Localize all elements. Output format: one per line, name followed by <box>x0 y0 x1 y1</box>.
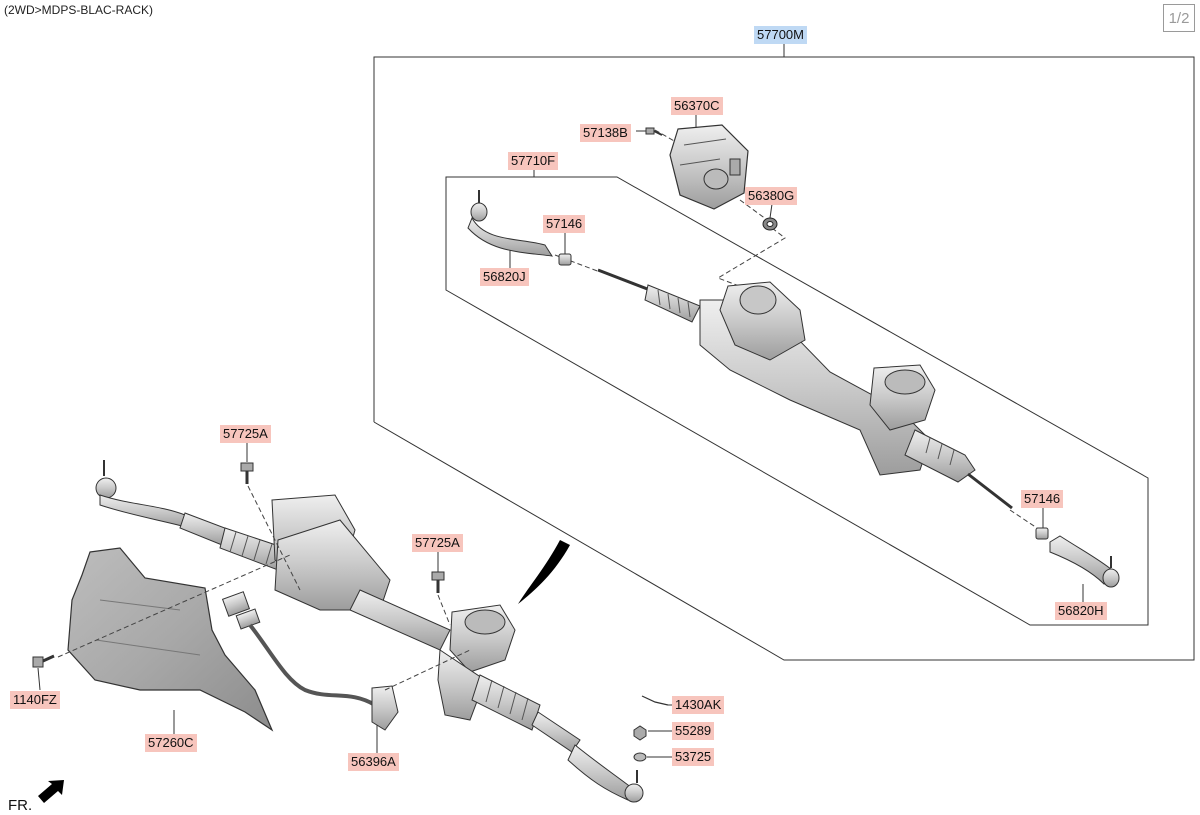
bolt-57138b <box>645 127 663 136</box>
page-indicator[interactable]: 1/2 <box>1163 4 1195 32</box>
assembly-arrow <box>518 540 570 604</box>
callout-57146-right[interactable]: 57146 <box>1021 490 1064 508</box>
bolt-57725a-lower <box>431 571 445 593</box>
callout-57725a-upper[interactable]: 57725A <box>220 425 271 443</box>
steering-gear-upper <box>467 124 1120 588</box>
callout-57700m[interactable]: 57700M <box>754 26 807 44</box>
steering-gear-lower <box>95 460 644 803</box>
callout-57146-left[interactable]: 57146 <box>543 215 586 233</box>
diagram-title: (2WD>MDPS-BLAC-RACK) <box>4 3 154 17</box>
callout-56820h[interactable]: 56820H <box>1055 602 1107 620</box>
callout-57138b[interactable]: 57138B <box>580 124 631 142</box>
callout-leaders-lower <box>37 442 672 758</box>
callout-1140fz[interactable]: 1140FZ <box>10 691 60 709</box>
tie-rod-end-56820j <box>467 190 553 257</box>
callout-leaders-upper <box>509 114 1084 604</box>
seal-56380g <box>762 217 778 231</box>
callout-56396a[interactable]: 56396A <box>348 753 399 771</box>
assembly-frame-57700m <box>373 44 1195 661</box>
hardware-small-parts <box>633 695 669 762</box>
callout-57260c[interactable]: 57260C <box>145 734 197 752</box>
motor-56370c <box>669 124 749 210</box>
front-direction-label: FR. <box>8 797 33 814</box>
callout-57725a-lower[interactable]: 57725A <box>412 534 463 552</box>
rack-body-upper <box>597 268 1013 510</box>
heat-shield-57260c <box>67 547 274 732</box>
callout-55289[interactable]: 55289 <box>672 722 715 740</box>
callout-53725[interactable]: 53725 <box>672 748 715 766</box>
bolt-1140fz <box>32 654 55 668</box>
nut-57146-right <box>1035 527 1049 540</box>
callout-56380g[interactable]: 56380G <box>745 187 798 205</box>
callout-57710f[interactable]: 57710F <box>508 152 559 170</box>
assembly-guide-lines-lower <box>57 485 471 691</box>
tie-rod-end-56820h <box>1049 535 1120 588</box>
wiring-harness-56396a <box>221 591 399 731</box>
callout-1430ak[interactable]: 1430AK <box>672 696 725 714</box>
callout-56820j[interactable]: 56820J <box>480 268 529 286</box>
nut-57146-left <box>558 253 572 266</box>
front-direction-arrow-icon <box>38 780 64 803</box>
bolt-57725a-upper <box>240 462 254 484</box>
callout-56370c[interactable]: 56370C <box>671 97 723 115</box>
